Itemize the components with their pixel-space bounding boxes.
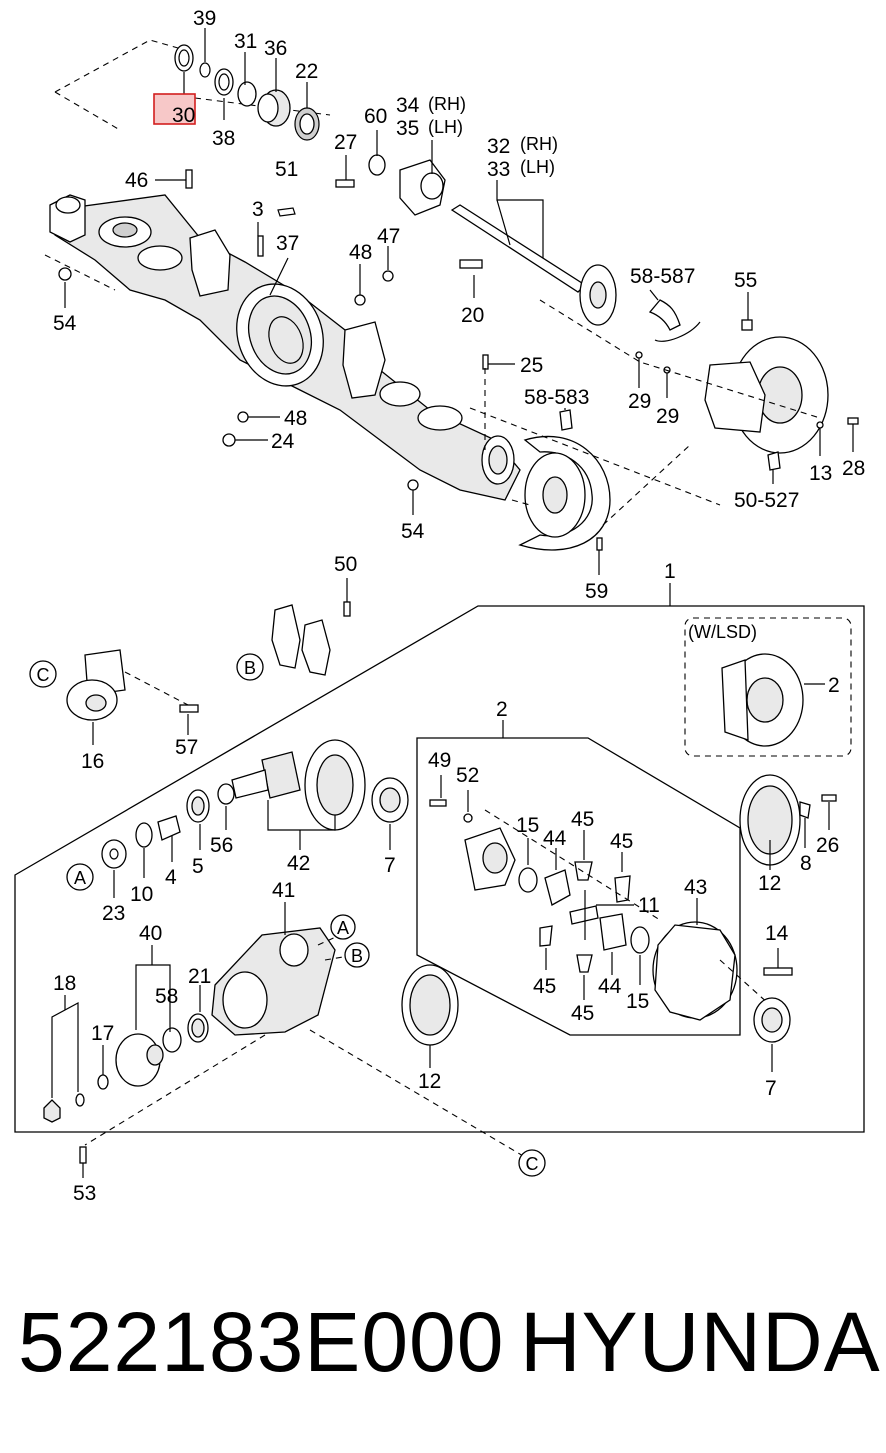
callout-25: 25 — [520, 354, 543, 377]
callout-16: 16 — [81, 750, 104, 773]
svg-text:C: C — [37, 665, 50, 685]
top-leader-lines — [64, 28, 854, 575]
differential-section — [14, 578, 865, 1178]
callout-48-top: 48 — [349, 241, 372, 264]
callout-2-lsd: 2 — [828, 674, 840, 697]
callout-49: 49 — [428, 749, 451, 772]
callout-53: 53 — [73, 1182, 96, 1205]
callout-45-top: 45 — [571, 808, 594, 831]
svg-text:A: A — [74, 868, 86, 888]
callout-29-right: 29 — [656, 405, 679, 428]
callout-50-527: 50-527 — [734, 489, 799, 512]
callout-28: 28 — [842, 457, 865, 480]
callout-46: 46 — [125, 169, 148, 192]
brand-name-text: HYUNDAI — [520, 1295, 886, 1389]
callout-24: 24 — [271, 430, 295, 453]
callout-41: 41 — [272, 879, 295, 902]
callout-50: 50 — [334, 553, 357, 576]
callout-8: 8 — [800, 852, 812, 875]
callout-48-mid: 48 — [284, 407, 307, 430]
callout-39: 39 — [193, 7, 216, 30]
callout-45-left: 45 — [533, 975, 556, 998]
marker-c-bottom: C — [518, 1149, 546, 1177]
callout-36: 36 — [264, 37, 287, 60]
callout-7-bottom: 7 — [765, 1077, 777, 1100]
callout-7-top: 7 — [384, 854, 396, 877]
callout-27: 27 — [334, 131, 357, 154]
marker-b-mid: B — [344, 942, 370, 968]
callout-35-side: (LH) — [428, 117, 463, 137]
callout-60: 60 — [364, 105, 387, 128]
callout-5: 5 — [192, 855, 204, 878]
callout-42: 42 — [287, 852, 310, 875]
callout-33: 33 — [487, 158, 510, 181]
callout-17: 17 — [91, 1022, 114, 1045]
svg-text:A: A — [337, 918, 349, 938]
callout-45-bottom: 45 — [571, 1002, 594, 1025]
callout-44-bottom: 44 — [598, 975, 622, 998]
callout-58-583: 58-583 — [524, 386, 589, 409]
callout-15-top: 15 — [516, 814, 539, 837]
callout-26: 26 — [816, 834, 839, 857]
callout-54-bottom: 54 — [401, 520, 425, 543]
callout-56: 56 — [210, 834, 233, 857]
svg-text:C: C — [526, 1154, 539, 1174]
callout-57: 57 — [175, 736, 198, 759]
callout-34-side: (RH) — [428, 94, 466, 114]
callout-54-top: 54 — [53, 312, 77, 335]
callout-31: 31 — [234, 30, 257, 53]
marker-c-top: C — [29, 660, 57, 688]
callout-15-bottom: 15 — [626, 990, 649, 1013]
callout-20: 20 — [461, 304, 484, 327]
callout-58-587: 58-587 — [630, 265, 695, 288]
svg-text:B: B — [351, 946, 363, 966]
callout-43: 43 — [684, 876, 707, 899]
callout-2: 2 — [496, 698, 508, 721]
callout-14: 14 — [765, 922, 789, 945]
reference-markers: C B A A B C — [29, 653, 546, 1177]
callout-29-left: 29 — [628, 390, 651, 413]
callout-34: 34 — [396, 94, 420, 117]
callout-58: 58 — [155, 985, 178, 1008]
callout-37: 37 — [276, 232, 299, 255]
callout-11: 11 — [638, 894, 660, 917]
callout-12-right: 12 — [758, 872, 781, 895]
callout-w-lsd: (W/LSD) — [688, 622, 757, 642]
callout-13: 13 — [809, 462, 832, 485]
callout-23: 23 — [102, 902, 125, 925]
svg-text:B: B — [244, 658, 256, 678]
rear-axle-assembly — [44, 39, 859, 551]
callout-10: 10 — [130, 883, 153, 906]
callout-40: 40 — [139, 922, 162, 945]
callout-32: 32 — [487, 135, 510, 158]
highlight-box-30 — [153, 93, 196, 125]
callout-51: 51 — [275, 158, 298, 181]
callout-22: 22 — [295, 60, 318, 83]
callout-18: 18 — [53, 972, 76, 995]
callout-44-top: 44 — [543, 827, 567, 850]
callout-55: 55 — [734, 269, 757, 292]
callout-labels: 39 31 36 22 30 38 46 51 60 34 (RH) 35 (L… — [53, 7, 865, 1205]
callout-32-side: (RH) — [520, 134, 558, 154]
callout-30: 30 — [172, 104, 195, 127]
marker-a-mid: A — [330, 914, 356, 940]
callout-3: 3 — [252, 198, 264, 221]
callout-38: 38 — [212, 127, 235, 150]
callout-12-bottom: 12 — [418, 1070, 441, 1093]
callout-1: 1 — [664, 560, 676, 583]
callout-21: 21 — [188, 965, 211, 988]
callout-47: 47 — [377, 225, 400, 248]
callout-4: 4 — [165, 866, 177, 889]
part-number-text: 522183E000 — [18, 1295, 505, 1389]
callout-52: 52 — [456, 764, 479, 787]
marker-a-left: A — [66, 863, 94, 891]
callout-59: 59 — [585, 580, 608, 603]
callout-45-right: 45 — [610, 830, 633, 853]
marker-b-top: B — [236, 653, 264, 681]
callout-35: 35 — [396, 117, 419, 140]
callout-33-side: (LH) — [520, 157, 555, 177]
